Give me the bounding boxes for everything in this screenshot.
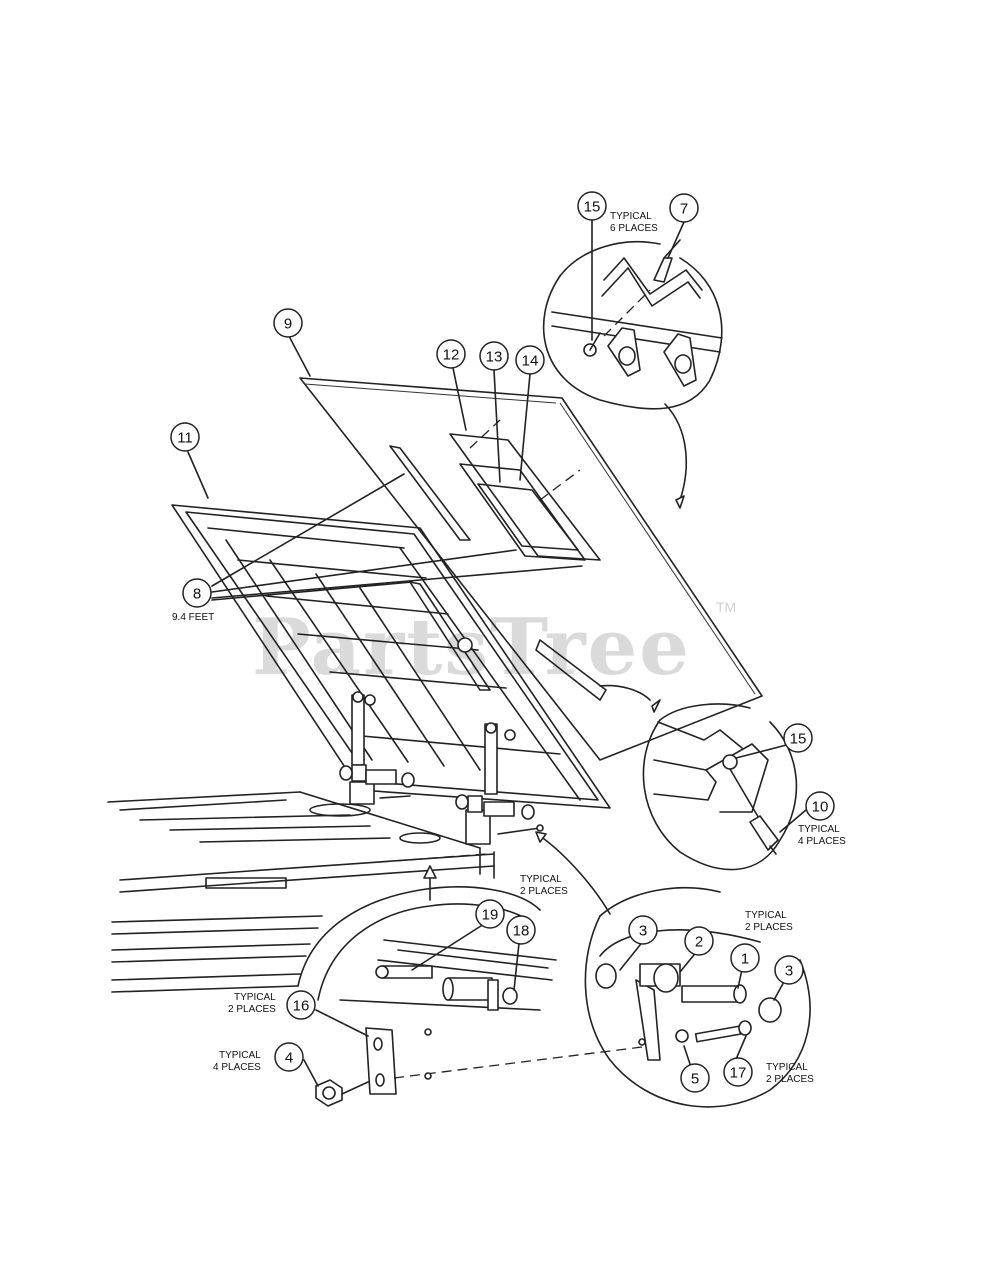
note-line: 2 PLACES — [228, 1004, 276, 1015]
note-typical-2-places-hinge: TYPICAL 2 PLACES — [520, 874, 568, 897]
callout-number: 16 — [293, 998, 310, 1015]
callout-2: 2 — [684, 926, 714, 956]
note-line: TYPICAL — [798, 824, 840, 835]
leader-lines — [187, 218, 807, 1087]
note-line: 2 PLACES — [745, 922, 793, 933]
note-line: 6 PLACES — [610, 223, 658, 234]
hinge-detail-lower — [375, 939, 557, 1036]
callout-10: 10 — [805, 791, 835, 821]
note-line: 4 PLACES — [213, 1062, 261, 1073]
callout-number: 2 — [695, 934, 703, 951]
callout-number: 1 — [741, 951, 749, 968]
callout-number: 18 — [513, 923, 530, 940]
callout-number: 10 — [812, 799, 829, 816]
note-line: 2 PLACES — [520, 886, 568, 897]
callout-number: 19 — [482, 907, 499, 924]
note-feet: 9.4 FEET — [172, 612, 214, 623]
callout-number: 3 — [785, 963, 793, 980]
note-line: TYPICAL — [610, 211, 652, 222]
callout-5: 5 — [680, 1063, 710, 1093]
note-typical-4-places-nut: TYPICAL 4 PLACES — [213, 1050, 261, 1073]
callout-4: 4 — [274, 1042, 304, 1072]
callout-7: 7 — [669, 193, 699, 223]
note-line: TYPICAL — [766, 1062, 808, 1073]
hinge-assemblies — [339, 691, 544, 845]
callout-16: 16 — [286, 990, 316, 1020]
note-line: TYPICAL — [745, 910, 787, 921]
callout-9: 9 — [273, 308, 303, 338]
callout-15-top: 15 — [577, 191, 607, 221]
flange-nut — [315, 1079, 369, 1107]
callout-number: 4 — [285, 1050, 293, 1067]
callout-14: 14 — [515, 345, 545, 375]
detail-circle-top — [542, 239, 723, 509]
callout-number: 12 — [443, 347, 460, 364]
callout-number: 5 — [691, 1071, 699, 1088]
note-line: 4 PLACES — [798, 836, 846, 847]
note-typical-4-places-bolt: TYPICAL 4 PLACES — [798, 824, 846, 847]
callout-number: 11 — [177, 430, 193, 447]
callout-1: 1 — [730, 943, 760, 973]
callout-number: 7 — [680, 201, 688, 218]
callout-17: 17 — [723, 1057, 753, 1087]
callout-8: 8 — [182, 578, 212, 608]
callout-18: 18 — [506, 915, 536, 945]
note-typical-6-places: TYPICAL 6 PLACES — [610, 211, 658, 234]
callout-number: 13 — [486, 349, 503, 366]
callout-3-left: 3 — [628, 915, 658, 945]
callout-number: 9 — [284, 316, 292, 333]
callout-number: 17 — [730, 1065, 747, 1082]
mounting-plate — [365, 1027, 651, 1095]
foam-strips — [389, 445, 607, 701]
detail-circle-mid — [599, 684, 798, 871]
watermark-trademark: TM — [716, 599, 736, 615]
note-line: 9.4 FEET — [172, 612, 214, 623]
callout-number: 14 — [522, 353, 539, 370]
note-line: 2 PLACES — [766, 1074, 814, 1085]
callout-number: 15 — [584, 199, 601, 216]
note-typical-2-places-left: TYPICAL 2 PLACES — [228, 992, 276, 1015]
lid-frame — [171, 504, 611, 809]
note-typical-2-places-bottom-right: TYPICAL 2 PLACES — [766, 1062, 814, 1085]
callout-number: 15 — [790, 731, 807, 748]
callout-3-right: 3 — [774, 955, 804, 985]
lid-panel — [299, 377, 763, 761]
note-typical-2-places-detail: TYPICAL 2 PLACES — [745, 910, 793, 933]
note-line: TYPICAL — [520, 874, 562, 885]
note-line: TYPICAL — [234, 992, 276, 1003]
callout-number: 8 — [193, 586, 201, 603]
detail-circle-bottom — [535, 831, 811, 1108]
callout-number: 3 — [639, 923, 647, 940]
callout-12: 12 — [436, 339, 466, 369]
note-line: TYPICAL — [219, 1050, 261, 1061]
callout-19: 19 — [475, 899, 505, 929]
callout-11: 11 — [170, 422, 200, 452]
callout-15-mid: 15 — [783, 723, 813, 753]
truck-bed — [107, 791, 541, 1011]
callout-13: 13 — [479, 341, 509, 371]
